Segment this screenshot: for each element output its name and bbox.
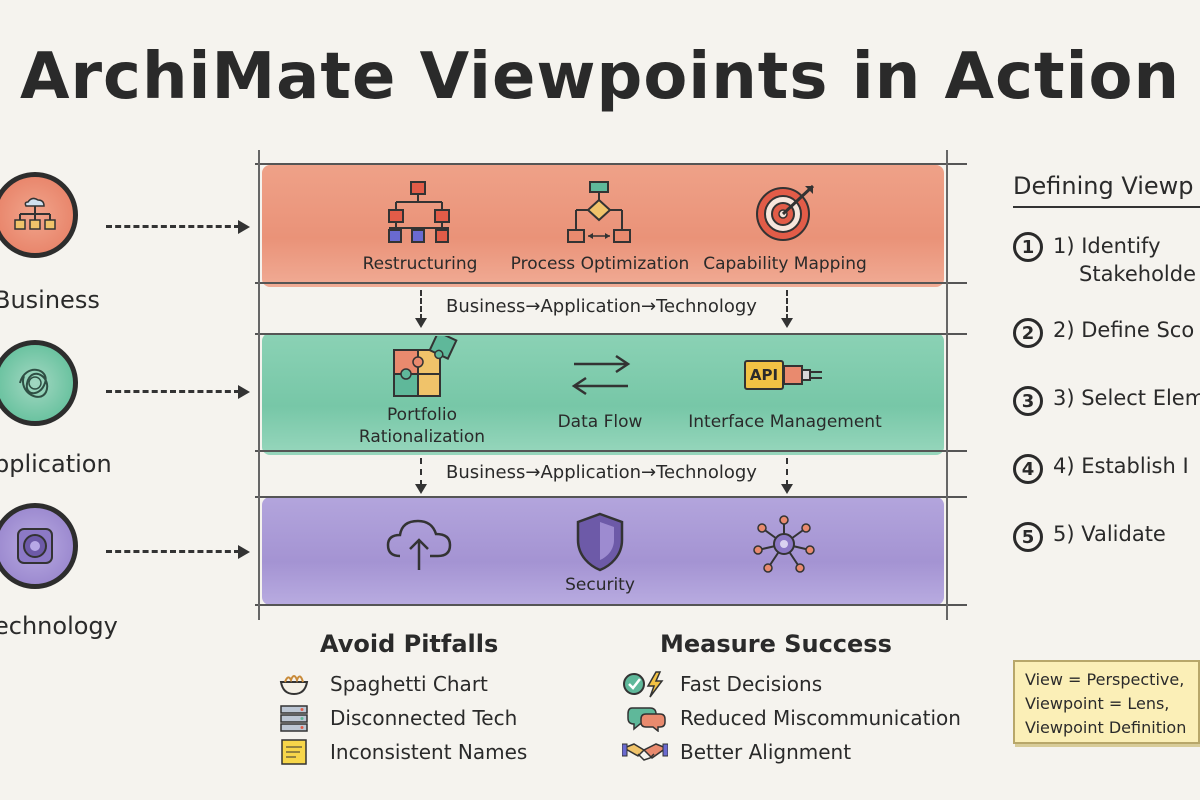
- note-line: Viewpoint = Lens,: [1025, 694, 1170, 713]
- pitfall-item: Inconsistent Names: [278, 738, 527, 766]
- pitfall-item: Disconnected Tech: [278, 704, 517, 732]
- defining-step: 4 4) Establish I: [1013, 454, 1200, 484]
- step-text: 4) Establish I: [1053, 454, 1189, 478]
- step-number: 2: [1013, 318, 1043, 348]
- plug-connector-icon: [784, 365, 822, 385]
- success-item: Fast Decisions: [622, 670, 822, 698]
- application-band: [262, 333, 944, 455]
- band-rule: [255, 450, 967, 452]
- application-item-label: Interface Management: [688, 412, 882, 432]
- servers-icon: [280, 705, 308, 732]
- step-number: 5: [1013, 522, 1043, 552]
- business-item-label: Process Optimization: [510, 254, 690, 274]
- check-bolt-icon: [623, 671, 664, 698]
- technology-connector: [106, 550, 240, 555]
- pitfall-item: Spaghetti Chart: [278, 670, 488, 698]
- layer-flow-label: Business→Application→Technology: [446, 462, 757, 483]
- step-text: Stakeholde: [1079, 262, 1197, 286]
- puzzle-icon: [393, 336, 458, 397]
- application-connector: [106, 390, 240, 395]
- pitfalls-heading: Avoid Pitfalls: [320, 630, 499, 658]
- application-layer-circle: [0, 340, 78, 426]
- flow-arrowhead: [781, 318, 793, 328]
- org-chart-icon: [388, 181, 450, 243]
- step-text: 2) Define Sco: [1053, 318, 1195, 342]
- shield-icon: [576, 512, 624, 572]
- chip-icon: [17, 528, 53, 564]
- success-text: Reduced Miscommunication: [680, 706, 961, 730]
- tangle-icon: [19, 368, 49, 398]
- handshake-icon: [622, 743, 668, 761]
- sticky-note-icon: [281, 739, 307, 765]
- success-text: Better Alignment: [680, 740, 852, 764]
- band-left-border: [258, 150, 260, 620]
- defining-heading: Defining Viewp: [1013, 172, 1200, 208]
- business-item-label: Capability Mapping: [703, 254, 867, 274]
- band-rule: [255, 163, 967, 165]
- defining-step: 3 3) Select Elem: [1013, 386, 1200, 416]
- step-text: 3) Select Elem: [1053, 386, 1200, 410]
- note-line: Viewpoint Definition: [1025, 718, 1187, 737]
- band-rule: [255, 496, 967, 498]
- step-number: 1: [1013, 232, 1043, 262]
- business-layer-circle: [0, 172, 78, 258]
- application-connector-arrowhead: [238, 385, 250, 399]
- success-text: Fast Decisions: [680, 672, 823, 696]
- page-title: ArchiMate Viewpoints in Action: [19, 40, 1181, 114]
- success-heading: Measure Success: [660, 630, 892, 658]
- technology-layer-circle: [0, 503, 78, 589]
- defining-panel: Defining Viewp 1 1) Identify Stakeholde …: [1013, 172, 1200, 552]
- network-hub-icon: [753, 515, 815, 573]
- label-line: Rationalization: [358, 427, 486, 447]
- swap-arrows-icon: [571, 354, 631, 396]
- business-connector: [106, 225, 240, 230]
- target-icon: [756, 184, 815, 241]
- flow-arrow-shaft: [420, 458, 422, 486]
- step-number: 3: [1013, 386, 1043, 416]
- pitfall-text: Disconnected Tech: [330, 706, 518, 730]
- application-item-label: Data Flow: [557, 412, 643, 432]
- flow-arrow-shaft: [786, 458, 788, 486]
- speech-bubbles-icon: [627, 707, 666, 732]
- technology-connector-arrowhead: [238, 545, 250, 559]
- flow-arrow-shaft: [786, 290, 788, 320]
- step-text: 5) Validate: [1053, 522, 1166, 546]
- band-rule: [255, 333, 967, 335]
- pitfall-text: Inconsistent Names: [330, 740, 528, 764]
- definition-note: View = Perspective, Viewpoint = Lens, Vi…: [1013, 660, 1200, 744]
- layer-flow-label: Business→Application→Technology: [446, 296, 757, 317]
- technology-item-label: Security: [565, 575, 635, 595]
- flow-arrowhead: [781, 484, 793, 494]
- defining-step: 1 1) Identify Stakeholde: [1013, 232, 1200, 288]
- cloud-upload-icon: [386, 519, 452, 570]
- step-text: 1) Identify: [1053, 234, 1161, 258]
- success-item: Better Alignment: [622, 738, 851, 766]
- success-item: Reduced Miscommunication: [622, 704, 961, 732]
- business-item-label: Restructuring: [362, 254, 478, 274]
- note-line: View = Perspective,: [1025, 670, 1185, 689]
- band-rule: [255, 282, 967, 284]
- api-text: API: [749, 366, 779, 384]
- layer-label-technology: echnology: [0, 612, 118, 640]
- business-connector-arrowhead: [238, 220, 250, 234]
- label-line: Portfolio: [387, 405, 457, 425]
- flow-arrowhead: [415, 484, 427, 494]
- defining-step: 2 2) Define Sco: [1013, 318, 1200, 348]
- band-rule: [255, 604, 967, 606]
- step-number: 4: [1013, 454, 1043, 484]
- flow-arrowhead: [415, 318, 427, 328]
- band-right-border: [946, 150, 948, 620]
- layer-label-business: Business: [0, 286, 100, 314]
- application-item-label: Portfolio Rationalization: [352, 404, 492, 448]
- defining-step: 5 5) Validate: [1013, 522, 1200, 552]
- api-plug-icon: API: [744, 360, 784, 390]
- pitfall-text: Spaghetti Chart: [330, 672, 488, 696]
- flow-arrow-shaft: [420, 290, 422, 320]
- flowchart-icon: [567, 181, 631, 243]
- business-org-icon: [14, 197, 56, 230]
- layer-label-application: pplication: [0, 450, 112, 478]
- spaghetti-bowl-icon: [279, 675, 309, 696]
